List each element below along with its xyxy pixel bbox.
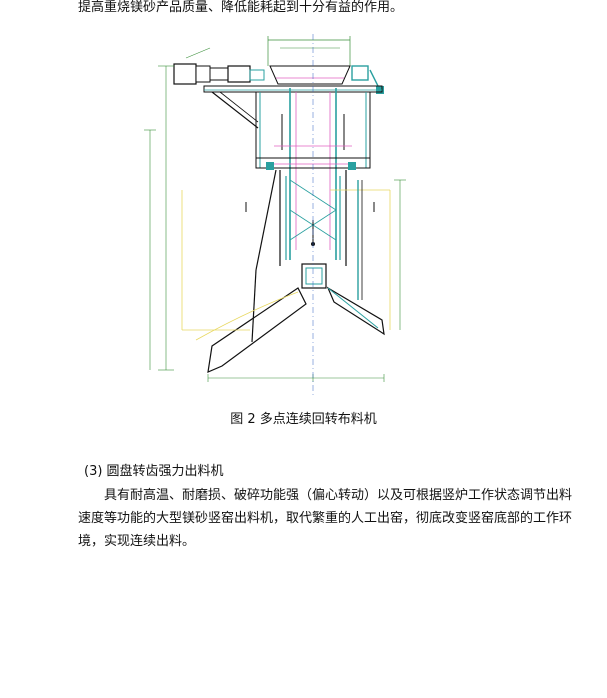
body-paragraph: 具有耐高温、耐磨损、破碎功能强（偏心转动）以及可根据竖炉工作状态调节出料速度等功… xyxy=(78,484,578,553)
distributor-hub xyxy=(301,263,327,289)
support-platform xyxy=(203,85,383,93)
technical-drawing-figure xyxy=(130,30,460,402)
top-hopper xyxy=(269,65,351,85)
paragraph-text: 具有耐高温、耐磨损、破碎功能强（偏心转动）以及可根据竖炉工作状态调节出料速度等功… xyxy=(78,488,573,549)
rotary-distributor-drawing xyxy=(144,34,406,398)
section-heading: (3) 圆盘转齿强力出料机 xyxy=(84,464,224,479)
motor xyxy=(173,63,197,85)
figure-caption: 图 2 多点连续回转布料机 xyxy=(230,412,377,427)
right-swing-chute xyxy=(326,286,385,336)
top-text-line: 提高重烧镁砂产品质量、降低能耗起到十分有益的作用。 xyxy=(78,0,404,15)
left-swing-chute xyxy=(207,287,307,373)
